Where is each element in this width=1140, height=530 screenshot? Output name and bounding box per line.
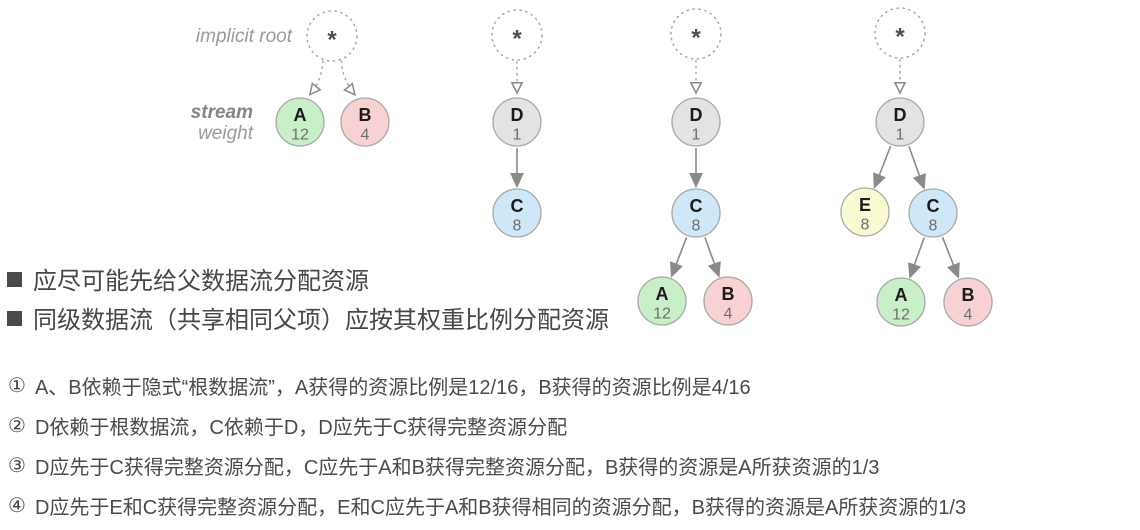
rule-parent-first: 应尽可能先给父数据流分配资源: [7, 262, 369, 295]
rule-text: 同级数据流（共享相同父项）应按其权重比例分配资源: [33, 306, 609, 334]
rule-sibling-weight: 同级数据流（共享相同父项）应按其权重比例分配资源: [7, 301, 609, 334]
edge-root-A: [308, 60, 324, 97]
circled-number-icon: ④: [8, 495, 26, 517]
svg-text:4: 4: [724, 306, 733, 323]
tree-2-node-D: D 1: [492, 97, 542, 147]
note-text: D依赖于根数据流，C依赖于D，D应先于C获得完整资源分配: [34, 417, 568, 439]
tree-4-node-E: E 8: [840, 187, 890, 237]
stream-label: stream: [190, 102, 253, 123]
tree-4: * D 1 E 8 C 8 A 12: [840, 7, 993, 327]
svg-text:C: C: [511, 196, 524, 216]
svg-text:1: 1: [692, 127, 701, 144]
svg-text:A: A: [294, 105, 307, 125]
svg-text:4: 4: [964, 307, 973, 324]
tree-3-implicit-root-node: *: [670, 8, 722, 60]
svg-text:8: 8: [692, 218, 701, 235]
svg-text:*: *: [512, 26, 522, 53]
tree-4-node-A: A 12: [876, 277, 926, 327]
svg-text:12: 12: [653, 306, 671, 323]
rule-text: 应尽可能先给父数据流分配资源: [33, 267, 369, 295]
tree-4-implicit-root-node: *: [874, 7, 926, 59]
tree-3-node-D: D 1: [671, 97, 721, 147]
svg-text:*: *: [691, 25, 701, 52]
svg-text:1: 1: [513, 127, 522, 144]
weight-label: weight: [198, 123, 253, 144]
svg-text:*: *: [327, 27, 337, 54]
svg-text:B: B: [962, 285, 975, 305]
tree-1: * A 12 B 4: [275, 10, 390, 147]
svg-text:A: A: [656, 284, 669, 304]
tree-1-node-B: B 4: [340, 97, 390, 147]
bullet-square-icon: [7, 271, 22, 287]
svg-text:8: 8: [513, 218, 522, 235]
note-2: ② D依赖于根数据流，C依赖于D，D应先于C获得完整资源分配: [8, 412, 567, 439]
edge-D-E: [873, 145, 892, 189]
svg-text:D: D: [511, 105, 524, 125]
tree-3: * D 1 C 8 A 12 B 4: [637, 8, 753, 326]
note-3: ③ D应先于C获得完整资源分配，C应先于A和B获得完整资源分配，B获得的资源是A…: [8, 452, 879, 479]
tree-3-node-B: B 4: [703, 276, 753, 326]
tree-1-node-A: A 12: [275, 97, 325, 147]
edge-C-B: [704, 237, 721, 278]
tree-2-node-C: C 8: [492, 188, 542, 238]
svg-text:12: 12: [291, 127, 309, 144]
edge-C-A: [669, 237, 688, 278]
svg-text:C: C: [690, 196, 703, 216]
circled-number-icon: ③: [8, 455, 26, 477]
svg-text:A: A: [895, 285, 908, 305]
svg-text:4: 4: [361, 127, 370, 144]
svg-text:C: C: [927, 196, 940, 216]
tree-1-implicit-root-node: *: [306, 10, 358, 62]
svg-text:E: E: [859, 195, 871, 215]
svg-text:D: D: [894, 105, 907, 125]
bullet-square-icon: [7, 310, 22, 326]
note-4: ④ D应先于E和C获得完整资源分配，E和C应先于A和B获得相同的资源分配，B获得…: [8, 492, 966, 519]
note-text: A、B依赖于隐式“根数据流”，A获得的资源比例是12/16，B获得的资源比例是4…: [34, 377, 751, 399]
svg-text:8: 8: [929, 218, 938, 235]
note-text: D应先于E和C获得完整资源分配，E和C应先于A和B获得相同的资源分配，B获得的资…: [34, 497, 967, 519]
edge-D-C: [908, 146, 926, 190]
tree-2: * D 1 C 8: [491, 9, 543, 238]
edge-C-B: [941, 236, 960, 279]
tree-4-node-C: C 8: [908, 188, 958, 238]
note-text: D应先于C获得完整资源分配，C应先于A和B获得完整资源分配，B获得的资源是A所获…: [34, 457, 880, 479]
svg-text:*: *: [895, 24, 905, 51]
tree-4-node-B: B 4: [943, 277, 993, 327]
note-1: ① A、B依赖于隐式“根数据流”，A获得的资源比例是12/16，B获得的资源比例…: [8, 372, 751, 399]
circled-number-icon: ①: [8, 375, 26, 397]
svg-text:B: B: [722, 284, 735, 304]
tree-4-node-D: D 1: [875, 97, 925, 147]
dependency-trees-diagram: * A 12 B 4 * D 1 C: [275, 7, 993, 327]
edge-root-B: [340, 60, 357, 97]
edge-C-A: [908, 237, 925, 279]
circled-number-icon: ②: [8, 415, 26, 437]
svg-text:1: 1: [896, 127, 905, 144]
tree-3-node-C: C 8: [671, 188, 721, 238]
implicit-root-label: implicit root: [195, 26, 292, 47]
svg-text:D: D: [690, 105, 703, 125]
tree-2-implicit-root-node: *: [491, 9, 543, 61]
tree-3-node-A: A 12: [637, 276, 687, 326]
svg-text:B: B: [359, 105, 372, 125]
svg-text:8: 8: [861, 217, 870, 234]
svg-text:12: 12: [892, 307, 910, 324]
